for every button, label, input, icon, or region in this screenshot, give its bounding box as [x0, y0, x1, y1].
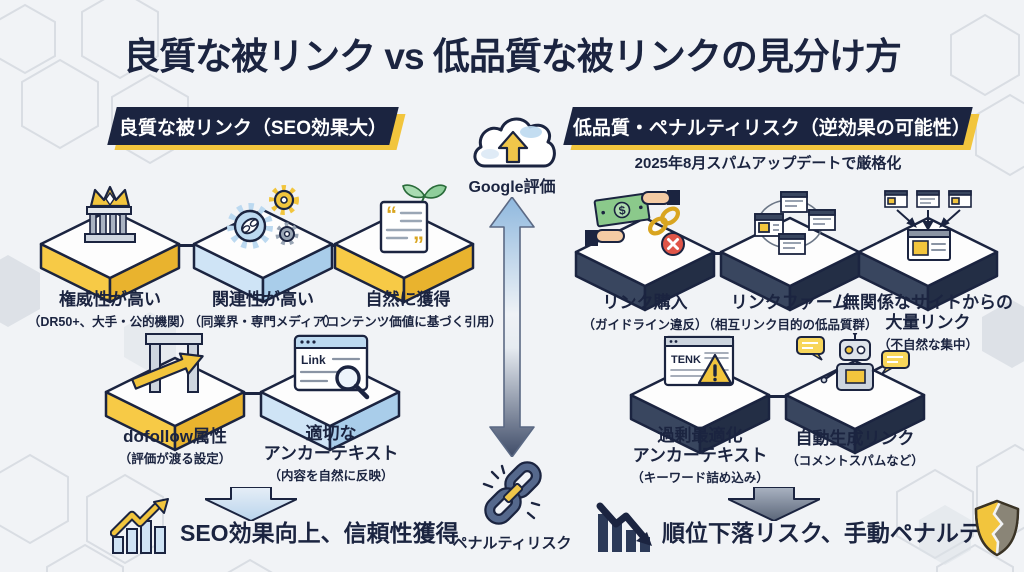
- dofollow-label: dofollow属性 （評価が渡る設定）: [118, 427, 232, 467]
- svg-text:$: $: [618, 203, 627, 218]
- growth-chart-icon: [110, 498, 169, 554]
- link-farm-icon: [754, 191, 836, 255]
- quality-badge: 良質な被リンク（SEO効果大）: [107, 107, 406, 150]
- evaluation-axis-arrow: [489, 197, 535, 457]
- connector-line: [172, 244, 196, 247]
- connector-line: [240, 392, 266, 395]
- svg-text:“: “: [386, 202, 397, 227]
- relevance-label: 関連性が高い （同業界・専門メディア）: [188, 290, 338, 330]
- link-farm-label: リンクファーム （相互リンク目的の低品質群）: [702, 293, 878, 333]
- risk-result-arrow: [728, 487, 820, 521]
- keyword-stuffing-platform: TENK: [629, 335, 771, 455]
- quality-result-arrow: [205, 487, 297, 521]
- decline-chart-icon: [596, 502, 652, 552]
- paid-links-platform: $: [574, 190, 716, 312]
- mass-links-label: 無関係なサイトからの 大量リンク （不自然な集中）: [843, 293, 1013, 353]
- quality-result-text: SEO効果向上、信頼性獲得: [180, 520, 459, 546]
- broken-chain-icon: [482, 461, 542, 525]
- paid-links-label: リンク購入 （ガイドライン違反）: [582, 293, 708, 333]
- natural-links-platform: “ ”: [333, 184, 475, 304]
- svg-text:Link: Link: [301, 353, 326, 367]
- penalty-risk-label: ペナルティリスク: [452, 535, 572, 552]
- authority-label: 権威性が高い （DR50+、大手・公的機関）: [27, 290, 193, 330]
- broken-shield-icon: [974, 499, 1020, 557]
- risk-badge-label: 低品質・ペナルティリスク（逆効果の可能性）: [573, 117, 971, 139]
- dofollow-platform: [104, 333, 246, 452]
- mass-links-icon: [884, 190, 972, 261]
- money-hands-icon: $: [585, 190, 685, 256]
- anchor-text-label: 適切な アンカーテキスト （内容を自然に反映）: [263, 424, 399, 484]
- quality-badge-label: 良質な被リンク（SEO効果大）: [118, 117, 388, 139]
- authority-platform: [39, 185, 181, 304]
- spam-update-subtitle: 2025年8月スパムアップデートで厳格化: [634, 155, 902, 172]
- google-cloud-icon: [473, 117, 556, 168]
- risk-badge: ! 低品質・ペナルティリスク（逆効果の可能性）: [563, 107, 980, 150]
- natural-links-label: 自然に獲得 （コンテンツ価値に基づく引用）: [314, 290, 502, 330]
- risk-result-text: 順位下落リスク、手動ペナルティ: [662, 520, 1004, 546]
- spam-robot-icon: [796, 333, 910, 391]
- mass-links-platform: [857, 190, 999, 312]
- link-window-magnifier-icon: Link: [293, 334, 370, 400]
- anchor-text-platform: Link: [259, 334, 401, 452]
- gears-link-icon: [227, 185, 299, 249]
- keyword-warning-icon: TENK: [663, 335, 735, 387]
- svg-text:”: ”: [413, 232, 424, 257]
- auto-generated-platform: [784, 333, 926, 455]
- quote-document-leaf-icon: “ ”: [379, 184, 447, 257]
- connector-line: [763, 395, 789, 398]
- page-title: 良質な被リンク vs 低品質な被リンクの見分け方: [123, 36, 902, 77]
- keyword-stuffing-label: 過剰最適化 アンカーテキスト （キーワード詰め込み）: [631, 426, 769, 486]
- auto-generated-label: 自動生成リンク （コメントスパムなど）: [786, 429, 924, 469]
- svg-text:TENK: TENK: [671, 354, 701, 366]
- relevance-platform: [192, 185, 334, 304]
- google-evaluation-label: Google評価: [468, 179, 556, 196]
- bank-crown-icon: [84, 185, 136, 243]
- gate-arrow-icon: [131, 333, 204, 393]
